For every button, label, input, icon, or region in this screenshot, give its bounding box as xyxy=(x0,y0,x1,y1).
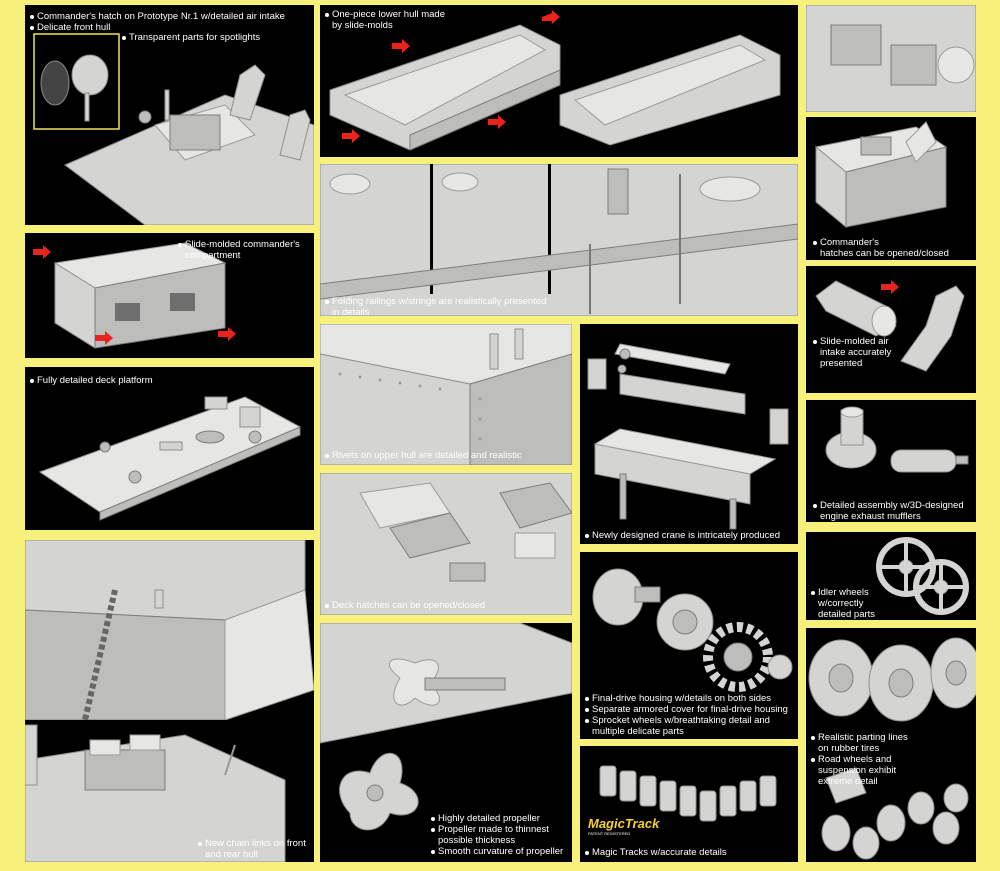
folding-railings-render xyxy=(320,164,798,316)
commander-compartment-render xyxy=(33,242,236,349)
caption-p11: Detailed assembly w/3D-designed engine e… xyxy=(812,500,964,522)
panel-folding-railings: Folding railings w/strings are realistic… xyxy=(320,164,798,316)
caption-p6: Commander's hatches can be opened/closed xyxy=(812,237,949,259)
caption-p13: Idler wheels w/correctly detailed parts xyxy=(810,587,875,620)
idler-wheels-render xyxy=(876,537,969,615)
panel-road-wheels: Realistic parting lines on rubber tires … xyxy=(806,628,976,862)
caption-p5: Folding railings w/strings are realistic… xyxy=(324,296,546,316)
commander-hatches-render xyxy=(814,121,948,229)
panel-commander-hatch: Commander's hatch on Prototype Nr.1 w/de… xyxy=(25,5,314,225)
panel-lower-hull: One-piece lower hull made by slide-molds xyxy=(320,5,798,157)
panel-propeller: Highly detailed propeller Propeller made… xyxy=(320,623,572,862)
caption-p8: Fully detailed deck platform xyxy=(29,375,153,386)
rivets-render xyxy=(320,324,572,465)
panel-deck-hatches: Deck hatches can be opened/closed xyxy=(320,473,572,615)
track-links xyxy=(599,765,777,822)
panel-rivets: Rivets on upper hull are detailed and re… xyxy=(320,324,572,465)
rivet-row xyxy=(338,372,482,441)
air-intake-render xyxy=(815,280,965,372)
panel-magic-tracks: MagicTrack PATENT REGISTERED Magic Track… xyxy=(580,746,798,862)
lower-hull-render xyxy=(329,10,781,151)
panel-chain-links: New chain links on front and rear hull xyxy=(25,540,314,862)
deck-platform-render xyxy=(38,396,302,521)
deck-hatches-render xyxy=(320,473,572,615)
crane-render xyxy=(587,343,789,530)
panel-commander-hatches: Commander's hatches can be opened/closed xyxy=(806,117,976,260)
magic-tracks-render xyxy=(599,765,777,822)
panel-exhaust-mufflers: Detailed assembly w/3D-designed engine e… xyxy=(806,400,976,522)
caption-p15: Realistic parting lines on rubber tires … xyxy=(810,732,908,787)
panel-idler-wheels: Idler wheels w/correctly detailed parts xyxy=(806,532,976,620)
caption-p18: Magic Tracks w/accurate details xyxy=(584,847,727,858)
exhaust-mufflers-render xyxy=(825,406,969,473)
magic-track-logo: MagicTrack PATENT REGISTERED xyxy=(588,816,660,836)
caption-p1b: Transparent parts for spotlights xyxy=(121,32,260,43)
panel-deck-platform: Fully detailed deck platform xyxy=(25,367,314,530)
commander-hatch-render xyxy=(33,33,314,225)
caption-p16: New chain links on front and rear hull xyxy=(197,838,306,860)
caption-p10: Newly designed crane is intricately prod… xyxy=(584,530,780,541)
chain-links-render xyxy=(25,540,314,862)
caption-p7: Slide-molded air intake accurately prese… xyxy=(812,336,891,369)
caption-p9: Rivets on upper hull are detailed and re… xyxy=(324,450,522,461)
panel-final-drive: Final-drive housing w/details on both si… xyxy=(580,552,798,739)
final-drive-render xyxy=(592,568,793,692)
panel-commander-compartment: Slide-molded commander's compartment xyxy=(25,233,314,358)
road-wheels-render xyxy=(808,637,976,860)
caption-p2: One-piece lower hull made by slide-molds xyxy=(324,9,445,31)
panel-air-intake: Slide-molded air intake accurately prese… xyxy=(806,266,976,393)
caption-p1: Commander's hatch on Prototype Nr.1 w/de… xyxy=(29,11,285,33)
propeller-render xyxy=(320,623,572,831)
panel-hull-top-right xyxy=(806,5,976,112)
caption-p4: Slide-molded commander's compartment xyxy=(177,239,300,261)
caption-p14: Final-drive housing w/details on both si… xyxy=(584,693,788,737)
caption-p12: Deck hatches can be opened/closed xyxy=(324,600,485,611)
hull-top-right-render xyxy=(806,5,976,112)
caption-p17: Highly detailed propeller Propeller made… xyxy=(430,813,563,857)
panel-crane: Newly designed crane is intricately prod… xyxy=(580,324,798,544)
